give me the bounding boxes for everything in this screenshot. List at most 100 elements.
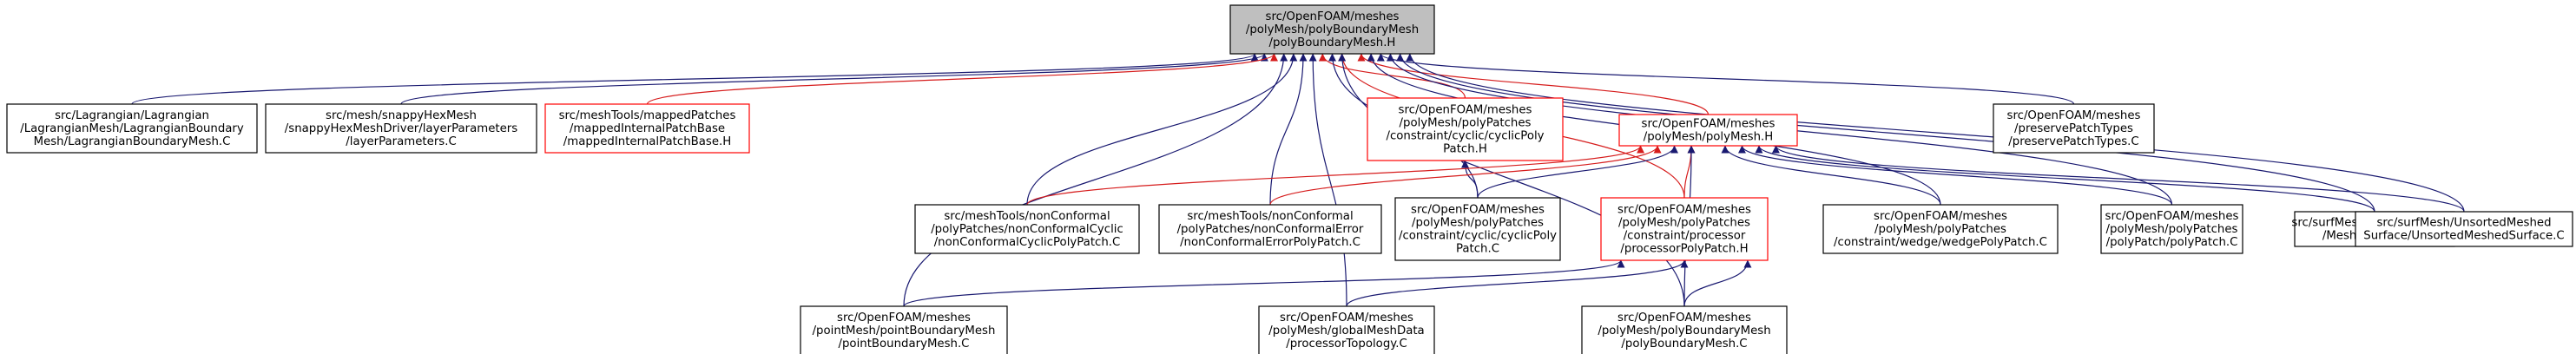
file-node-nc-cyclic[interactable]: src/meshTools/nonConformal/polyPatches/n… xyxy=(914,204,1140,254)
node-label-line: Patch.H xyxy=(1443,143,1487,156)
file-node-root[interactable]: src/OpenFOAM/meshes/polyMesh/polyBoundar… xyxy=(1229,4,1435,55)
node-box xyxy=(1394,197,1561,261)
edge-mapped-to-root xyxy=(646,53,1278,105)
edge-polyPatchC-to-polyMeshH xyxy=(1738,145,2173,206)
edge-cyclicC-to-cyclicH xyxy=(1461,160,1479,199)
node-label-line: /polyBoundaryMesh.H xyxy=(1269,36,1396,49)
edge-ncCyclic-to-root xyxy=(1026,53,1298,206)
edge-pointBM-to-procH xyxy=(903,259,1625,307)
node-label-line: /preservePatchTypes xyxy=(2014,122,2133,135)
file-node-poly-b-m-c[interactable]: src/OpenFOAM/meshes/polyMesh/polyBoundar… xyxy=(1581,305,1788,354)
file-nodes: src/OpenFOAM/meshes/polyMesh/polyBoundar… xyxy=(6,4,2573,354)
node-label-line: src/OpenFOAM/meshes xyxy=(1399,104,1532,117)
node-label-line: /polyMesh/globalMeshData xyxy=(1268,324,1424,338)
edge-preserve-to-root xyxy=(1377,53,2075,105)
node-box xyxy=(914,204,1140,254)
node-label-line: /polyBoundaryMesh.C xyxy=(1621,338,1747,351)
node-label-line: src/meshTools/mappedPatches xyxy=(559,109,736,122)
edge-meshedSurf-to-polyMeshH xyxy=(1755,145,2375,213)
node-label-line: src/OpenFOAM/meshes xyxy=(837,311,971,324)
node-label-line: /polyMesh/polyPatches xyxy=(1874,223,2006,236)
node-label-line: src/OpenFOAM/meshes xyxy=(1266,10,1400,23)
node-label-line: /polyMesh/polyBoundaryMesh xyxy=(1598,324,1770,338)
node-label-line: src/meshTools/nonConformal xyxy=(1187,210,1353,223)
edge-ncError-to-root xyxy=(1269,53,1308,206)
file-node-proc-h[interactable]: src/OpenFOAM/meshes/polyMesh/polyPatches… xyxy=(1600,197,1769,261)
node-box xyxy=(1600,197,1769,261)
node-label-line: /polyMesh/polyPatches xyxy=(1618,217,1750,230)
node-label-line: /processorTopology.C xyxy=(1286,338,1407,351)
edge-lagr-to-root xyxy=(131,53,1259,105)
node-label-line: Patch.C xyxy=(1456,243,1499,256)
file-node-wedge[interactable]: src/OpenFOAM/meshes/polyMesh/polyPatches… xyxy=(1822,204,2059,254)
node-box xyxy=(2355,211,2573,247)
node-label-line: /mappedInternalPatchBase xyxy=(570,122,725,135)
edge-ncCyclic-to-polyMeshH xyxy=(1026,145,1644,206)
node-label-line: src/OpenFOAM/meshes xyxy=(1280,311,1413,324)
edge-cyclicH-to-root xyxy=(1318,53,1466,99)
node-box xyxy=(1367,97,1564,161)
node-label-line: /mappedInternalPatchBase.H xyxy=(563,135,731,148)
node-label-line: /constraint/cyclic/cyclicPoly xyxy=(1399,230,1557,243)
node-label-line: /preservePatchTypes.C xyxy=(2008,135,2138,148)
node-label-line: /LagrangianMesh/LagrangianBoundary xyxy=(20,122,244,135)
file-node-point-b-m[interactable]: src/OpenFOAM/meshes/pointMesh/pointBound… xyxy=(800,305,1008,354)
node-box xyxy=(1229,4,1435,55)
node-label-line: src/OpenFOAM/meshes xyxy=(1642,118,1776,131)
node-label-line: /nonConformalErrorPolyPatch.C xyxy=(1180,236,1360,249)
node-box xyxy=(1581,305,1788,354)
edge-unsorted-to-root xyxy=(1406,53,2465,213)
file-node-preserve[interactable]: src/OpenFOAM/meshes/preservePatchTypes/p… xyxy=(1993,103,2155,154)
file-node-unsorted[interactable]: src/surfMesh/UnsortedMeshedSurface/Unsor… xyxy=(2355,211,2573,247)
file-node-proc-topo[interactable]: src/OpenFOAM/meshes/polyMesh/globalMeshD… xyxy=(1258,305,1435,354)
node-label-line: Surface/UnsortedMeshedSurface.C xyxy=(2363,230,2564,243)
node-label-line: /polyPatch/polyPatch.C xyxy=(2106,236,2238,249)
node-label-line: /polyPatches/nonConformalCyclic xyxy=(931,223,1123,236)
edge-procTopo-to-procH xyxy=(1346,259,1689,307)
node-label-line: src/OpenFOAM/meshes xyxy=(1617,204,1751,217)
node-label-line: /layerParameters.C xyxy=(346,135,456,148)
edge-ncError-to-polyMeshH xyxy=(1269,145,1662,206)
node-label-line: /polyMesh/polyPatches xyxy=(1400,117,1532,130)
node-box xyxy=(800,305,1008,354)
node-label-line: /constraint/cyclic/cyclicPoly xyxy=(1386,130,1544,143)
node-label-line: src/OpenFOAM/meshes xyxy=(1411,204,1545,217)
node-label-line: /polyMesh/polyMesh.H xyxy=(1644,131,1773,144)
file-node-lagr[interactable]: src/Lagrangian/Lagrangian/LagrangianMesh… xyxy=(6,103,258,154)
file-node-nc-error[interactable]: src/meshTools/nonConformal/polyPatches/n… xyxy=(1158,204,1382,254)
node-label-line: src/OpenFOAM/meshes xyxy=(2105,210,2239,223)
edge-polyMeshH-to-root xyxy=(1357,53,1710,115)
node-label-line: src/OpenFOAM/meshes xyxy=(1617,311,1751,324)
node-box xyxy=(544,103,750,154)
node-label-line: src/mesh/snappyHexMesh xyxy=(326,109,477,122)
file-node-cyclic-c[interactable]: src/OpenFOAM/meshes/polyMesh/polyPatches… xyxy=(1394,197,1561,261)
file-node-cyclic-h[interactable]: src/OpenFOAM/meshes/polyMesh/polyPatches… xyxy=(1367,97,1564,161)
edge-snappy-to-root xyxy=(400,53,1268,105)
file-node-snappy[interactable]: src/mesh/snappyHexMesh/snappyHexMeshDriv… xyxy=(265,103,537,154)
node-label-line: /polyMesh/polyPatches xyxy=(2106,223,2238,236)
node-label-line: /pointBoundaryMesh.C xyxy=(839,338,970,351)
node-box xyxy=(1993,103,2155,154)
node-box xyxy=(6,103,258,154)
file-node-poly-patch-c[interactable]: src/OpenFOAM/meshes/polyMesh/polyPatches… xyxy=(2100,204,2243,254)
file-node-poly-mesh-h[interactable]: src/OpenFOAM/meshes/polyMesh/polyMesh.H xyxy=(1618,114,1798,147)
edge-polyBMC-to-procH xyxy=(1683,259,1752,307)
node-label-line: /processorPolyPatch.H xyxy=(1620,243,1748,256)
node-label-line: /constraint/processor xyxy=(1624,230,1746,243)
file-node-mapped[interactable]: src/meshTools/mappedPatches/mappedIntern… xyxy=(544,103,750,154)
node-box xyxy=(1822,204,2059,254)
edge-wedge-to-polyMeshH xyxy=(1721,145,1941,206)
node-label-line: src/Lagrangian/Lagrangian xyxy=(55,109,209,122)
edge-procTopo-to-root xyxy=(1308,53,1347,307)
edge-cyclicC-to-polyMeshH xyxy=(1477,145,1678,199)
node-box xyxy=(1618,114,1798,147)
node-label-line: src/surfMesh/UnsortedMeshed xyxy=(2376,217,2551,230)
node-box xyxy=(1158,204,1382,254)
node-label-line: /pointMesh/pointBoundaryMesh xyxy=(813,324,996,338)
node-label-line: /polyMesh/polyPatches xyxy=(1412,217,1544,230)
node-box xyxy=(265,103,537,154)
dependency-edges xyxy=(131,53,2465,307)
node-label-line: src/meshTools/nonConformal xyxy=(944,210,1110,223)
node-label-line: src/OpenFOAM/meshes xyxy=(1874,210,2007,223)
